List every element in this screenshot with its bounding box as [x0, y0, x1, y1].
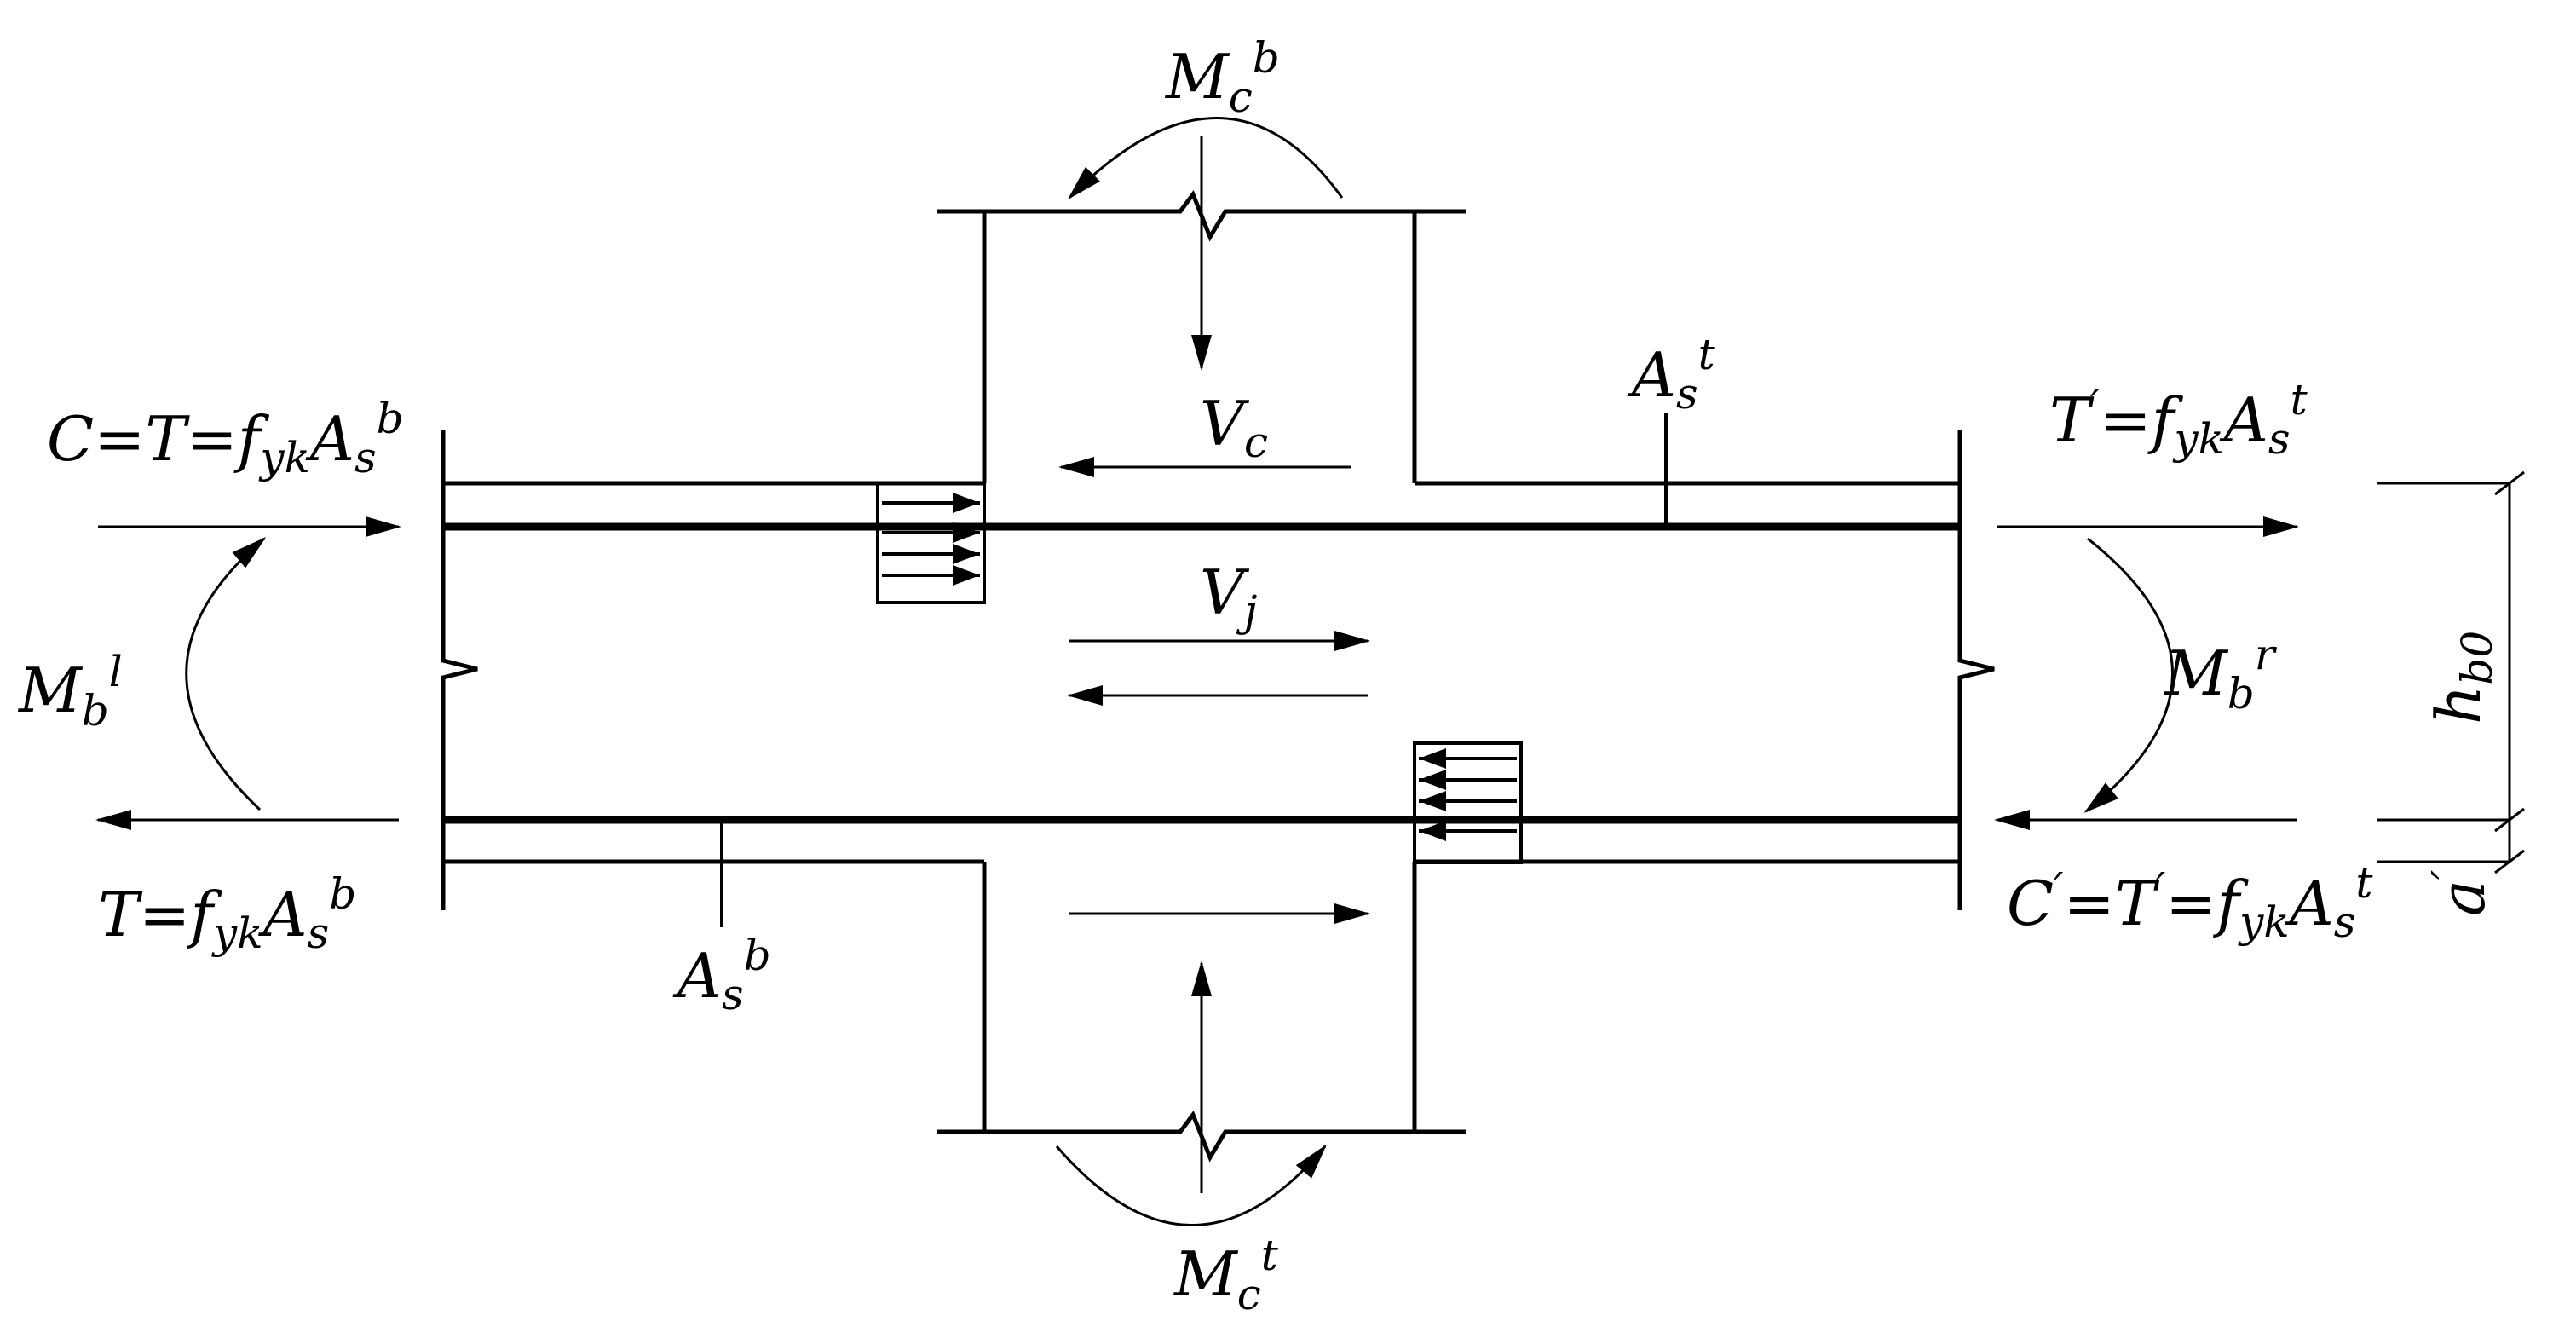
joint-shear-label: Vj	[1200, 557, 1258, 636]
cover-label: a′	[2423, 869, 2498, 916]
lower-column-moment-label: Mct	[1173, 1231, 1279, 1319]
right-beam-moment-arc	[2083, 537, 2174, 813]
structure-outline	[441, 189, 1995, 1163]
beam-right-end-break	[1957, 430, 1995, 910]
force-arrows	[95, 117, 2299, 1226]
beam-left-end-break	[441, 430, 478, 910]
upper-column-moment-label: Mcb	[1164, 33, 1280, 122]
column-shear-label: Vc	[1200, 388, 1268, 467]
left-beam-moment-label: Mbl	[17, 647, 123, 736]
lower-column-moment-arc	[1055, 1144, 1327, 1226]
top-steel-area-label: Ast	[1627, 330, 1716, 418]
effective-depth-label: hb0	[2423, 631, 2502, 724]
bond-stress-block-left	[876, 482, 986, 604]
reinforcement	[443, 413, 1960, 927]
dimension-lines	[2377, 470, 2525, 874]
right-bottom-force-label: C′=T′=fykAst	[2007, 858, 2373, 947]
bottom-steel-area-label: Asb	[672, 931, 771, 1019]
left-top-force-label: C=T=fykAsb	[47, 394, 404, 482]
left-beam-moment-arc	[185, 537, 267, 811]
upper-column-moment-arc	[1067, 117, 1344, 200]
bond-stress-block-right	[1413, 741, 1523, 864]
left-bottom-force-label: T=fykAsb	[98, 869, 356, 958]
right-beam-moment-label: Mbr	[2163, 630, 2278, 718]
right-top-force-label: T′=fykAst	[2049, 375, 2308, 464]
